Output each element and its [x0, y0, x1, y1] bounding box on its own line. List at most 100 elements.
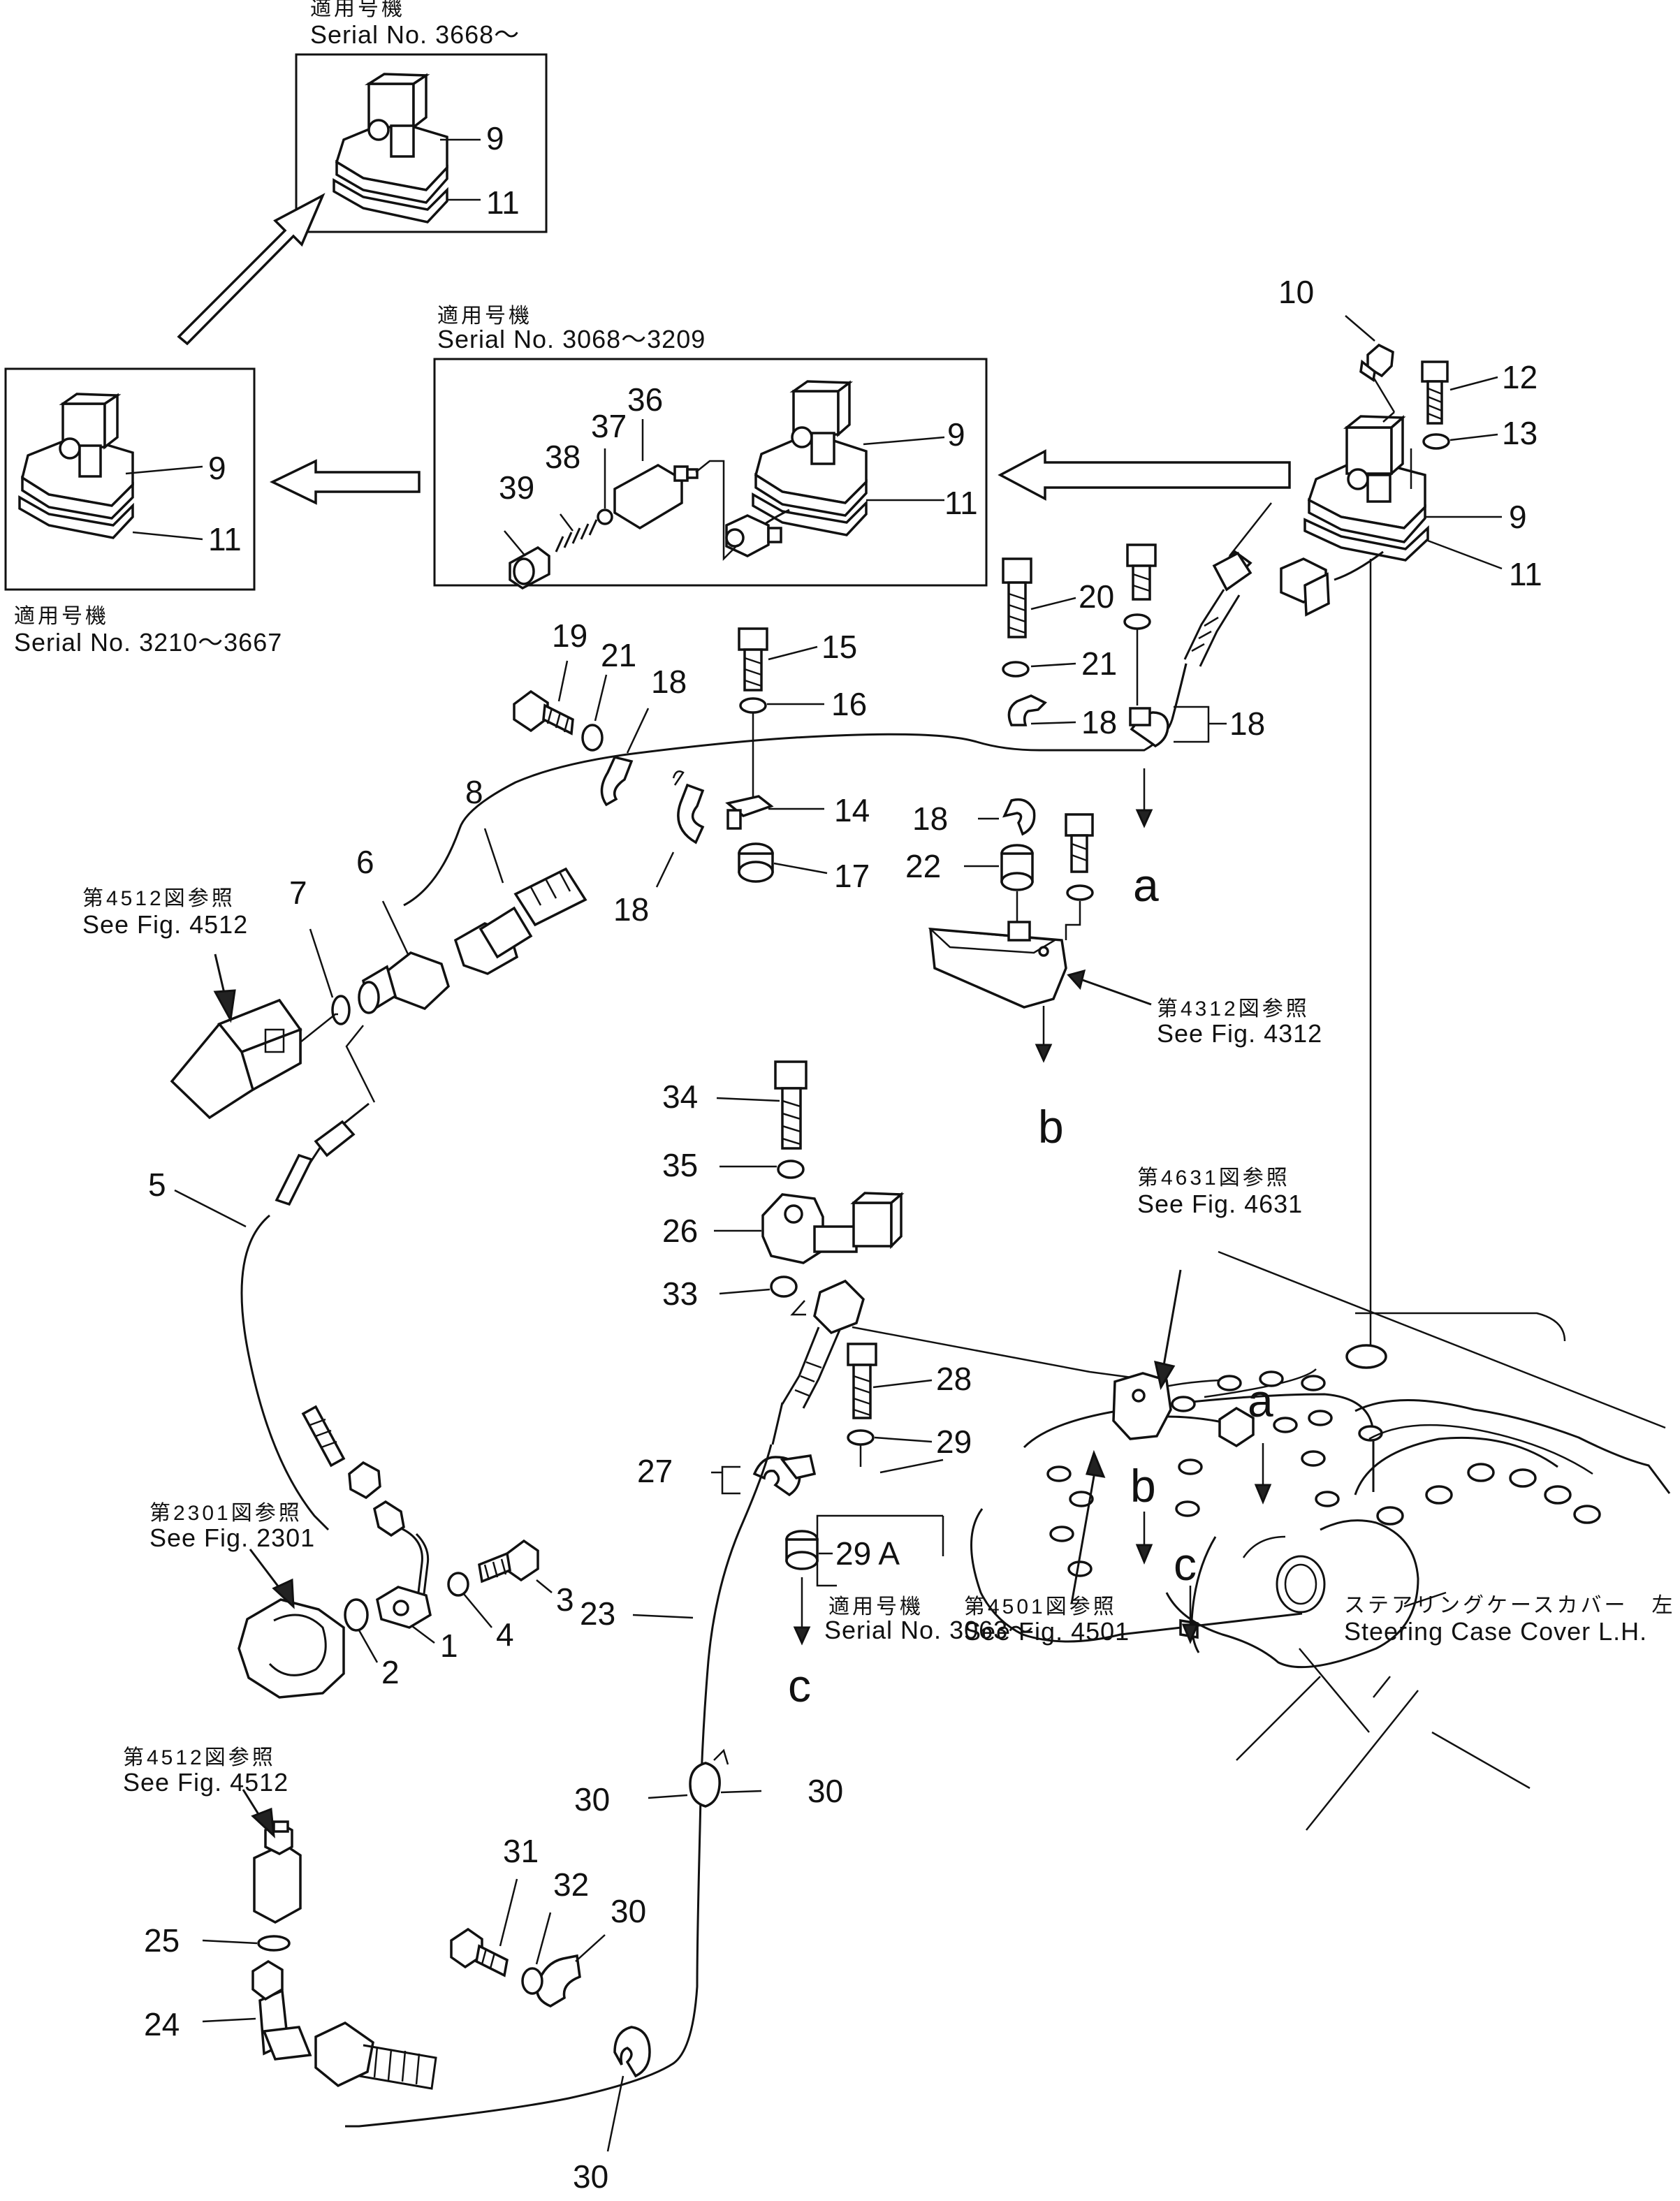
callout-27: 27	[637, 1453, 673, 1489]
callout-11-b: 11	[208, 521, 242, 557]
callout-7: 7	[289, 875, 307, 911]
connector-arrow-b-top: b	[1035, 1006, 1064, 1153]
washer-4: 4	[447, 1572, 514, 1653]
callout-36: 36	[627, 381, 663, 418]
elbow-1: 1	[376, 1527, 458, 1664]
callout-26: 26	[662, 1213, 698, 1249]
serial-note-jp: 適用号機	[828, 1595, 923, 1618]
callout-39: 39	[499, 469, 534, 506]
valve-assembly	[509, 463, 699, 590]
washer-21: 21	[1002, 645, 1117, 682]
callout-11-c: 11	[944, 485, 978, 521]
bolt-31: 31	[450, 1833, 539, 1977]
callout-2: 2	[381, 1654, 400, 1690]
nut-22: 22	[905, 844, 1034, 891]
connector-arrow-a-top: a	[1133, 768, 1159, 911]
note-29a: 29 A 適用号機 Serial No. 3063～	[785, 1514, 1034, 1644]
hose-8: 8	[453, 774, 587, 975]
callout-32: 32	[553, 1866, 589, 1903]
bolt-28: 28	[847, 1343, 972, 1419]
serial-note-jp: 適用号機	[14, 605, 109, 628]
ref-note-jp: 第4501図参照	[964, 1595, 1117, 1618]
callout-17: 17	[834, 858, 870, 894]
tube-23: 23	[345, 1444, 773, 2128]
callout-18-a: 18	[1081, 704, 1117, 740]
clamp-18-a: 18 18	[1007, 694, 1265, 748]
callout-18-d: 18	[651, 664, 687, 700]
case-connector-c: c	[1174, 1538, 1199, 1644]
clamp-30-a: 30 30	[574, 1748, 843, 1818]
callout-9-c: 9	[947, 416, 965, 453]
callout-3: 3	[556, 1581, 574, 1618]
callout-18-e: 18	[912, 800, 948, 837]
case-connector-a: a	[1248, 1375, 1273, 1505]
connector-label-a: a	[1133, 859, 1159, 911]
bolt-22b	[1065, 813, 1094, 940]
callout-19: 19	[552, 617, 587, 654]
connector-label-c: c	[788, 1660, 811, 1711]
callout-24: 24	[144, 2006, 180, 2042]
oring-25: 25	[144, 1922, 291, 1959]
ref-note-jp: 第2301図参照	[149, 1502, 302, 1525]
breather-10: 10	[1278, 274, 1396, 423]
callout-38: 38	[545, 439, 580, 475]
callout-20: 20	[1079, 578, 1114, 615]
callout-31: 31	[503, 1833, 539, 1869]
oring-2: 2	[344, 1598, 400, 1690]
hose-lower	[314, 2021, 437, 2090]
tube-c	[1190, 1536, 1217, 1653]
hose-23-upper	[771, 1279, 1132, 1445]
callout-5: 5	[148, 1167, 166, 1203]
clamp-18-c: 18	[613, 770, 705, 928]
callout-6: 6	[356, 844, 374, 880]
ref-part-2301: 第2301図参照 See Fig. 2301	[149, 1502, 345, 1699]
elbow-24: 24	[144, 1959, 312, 2061]
bolt-3: 3	[478, 1539, 574, 1618]
fitting-6: 6	[356, 844, 450, 1014]
connector-label-a-case: a	[1248, 1375, 1273, 1426]
serial-note-jp: 適用号機	[437, 305, 532, 328]
connector-label-c-case: c	[1174, 1538, 1197, 1590]
callout-8: 8	[465, 774, 483, 810]
washer-35: 35	[662, 1147, 805, 1183]
connector-label-b: b	[1038, 1101, 1064, 1153]
steering-case-jp: ステアリングケースカバー 左	[1344, 1594, 1676, 1617]
bolt-20b	[1123, 543, 1157, 630]
callout-18-b: 18	[1229, 705, 1265, 742]
ref-part-4512-bottom: 第4512図参照 See Fig. 4512	[123, 1746, 302, 1924]
ref-part-4512-top: 第4512図参照 See Fig. 4512	[82, 887, 302, 1120]
serial-note-en: Serial No. 3063～	[824, 1616, 1034, 1644]
serial-note-en: Serial No. 3210～3667	[14, 628, 282, 657]
callout-9-d: 9	[1509, 499, 1527, 535]
callout-11-a: 11	[486, 184, 520, 221]
washer-21b: 21	[581, 637, 636, 752]
bracket-4312: 第4312図参照 See Fig. 4312	[928, 921, 1322, 1048]
ref-note-en: See Fig. 4312	[1157, 1019, 1322, 1048]
arrow-to-top-inset	[177, 193, 326, 346]
steering-case-label: ステアリングケースカバー 左 Steering Case Cover L.H.	[1344, 1594, 1676, 1646]
callout-11-d: 11	[1509, 556, 1542, 592]
ref-note-en: See Fig. 4512	[82, 910, 248, 939]
callout-9-b: 9	[208, 450, 226, 486]
clamp-30-c: 30	[536, 1893, 646, 2008]
ref-note-jp: 第4631図参照	[1137, 1167, 1290, 1190]
tube-5: 5	[148, 1102, 405, 1537]
callout-18-c: 18	[613, 891, 649, 928]
clip-14: 14	[725, 792, 870, 830]
callout-4: 4	[496, 1616, 514, 1653]
serial-note-en: Serial No. 3068～3209	[437, 325, 706, 353]
callout-10: 10	[1278, 274, 1314, 310]
callout-29a: 29 A	[835, 1535, 900, 1572]
ref-note-en: See Fig. 2301	[149, 1523, 315, 1552]
case-connector-b: b	[1130, 1460, 1156, 1565]
clamp-18-e: 18	[912, 798, 1036, 837]
callout-13: 13	[1502, 415, 1537, 451]
bolt-20: 20	[1002, 557, 1114, 638]
callout-16: 16	[831, 686, 867, 722]
serial-note-en: Serial No. 3668～	[310, 20, 520, 49]
callout-21-b: 21	[601, 637, 636, 673]
callout-30-e: 30	[573, 2158, 608, 2195]
bolt-12: 12	[1421, 359, 1537, 425]
callout-30-a: 30	[574, 1781, 610, 1818]
inset-box-serial-3068-3209: 適用号機 Serial No. 3068～3209 36 37 38 39	[433, 305, 988, 590]
